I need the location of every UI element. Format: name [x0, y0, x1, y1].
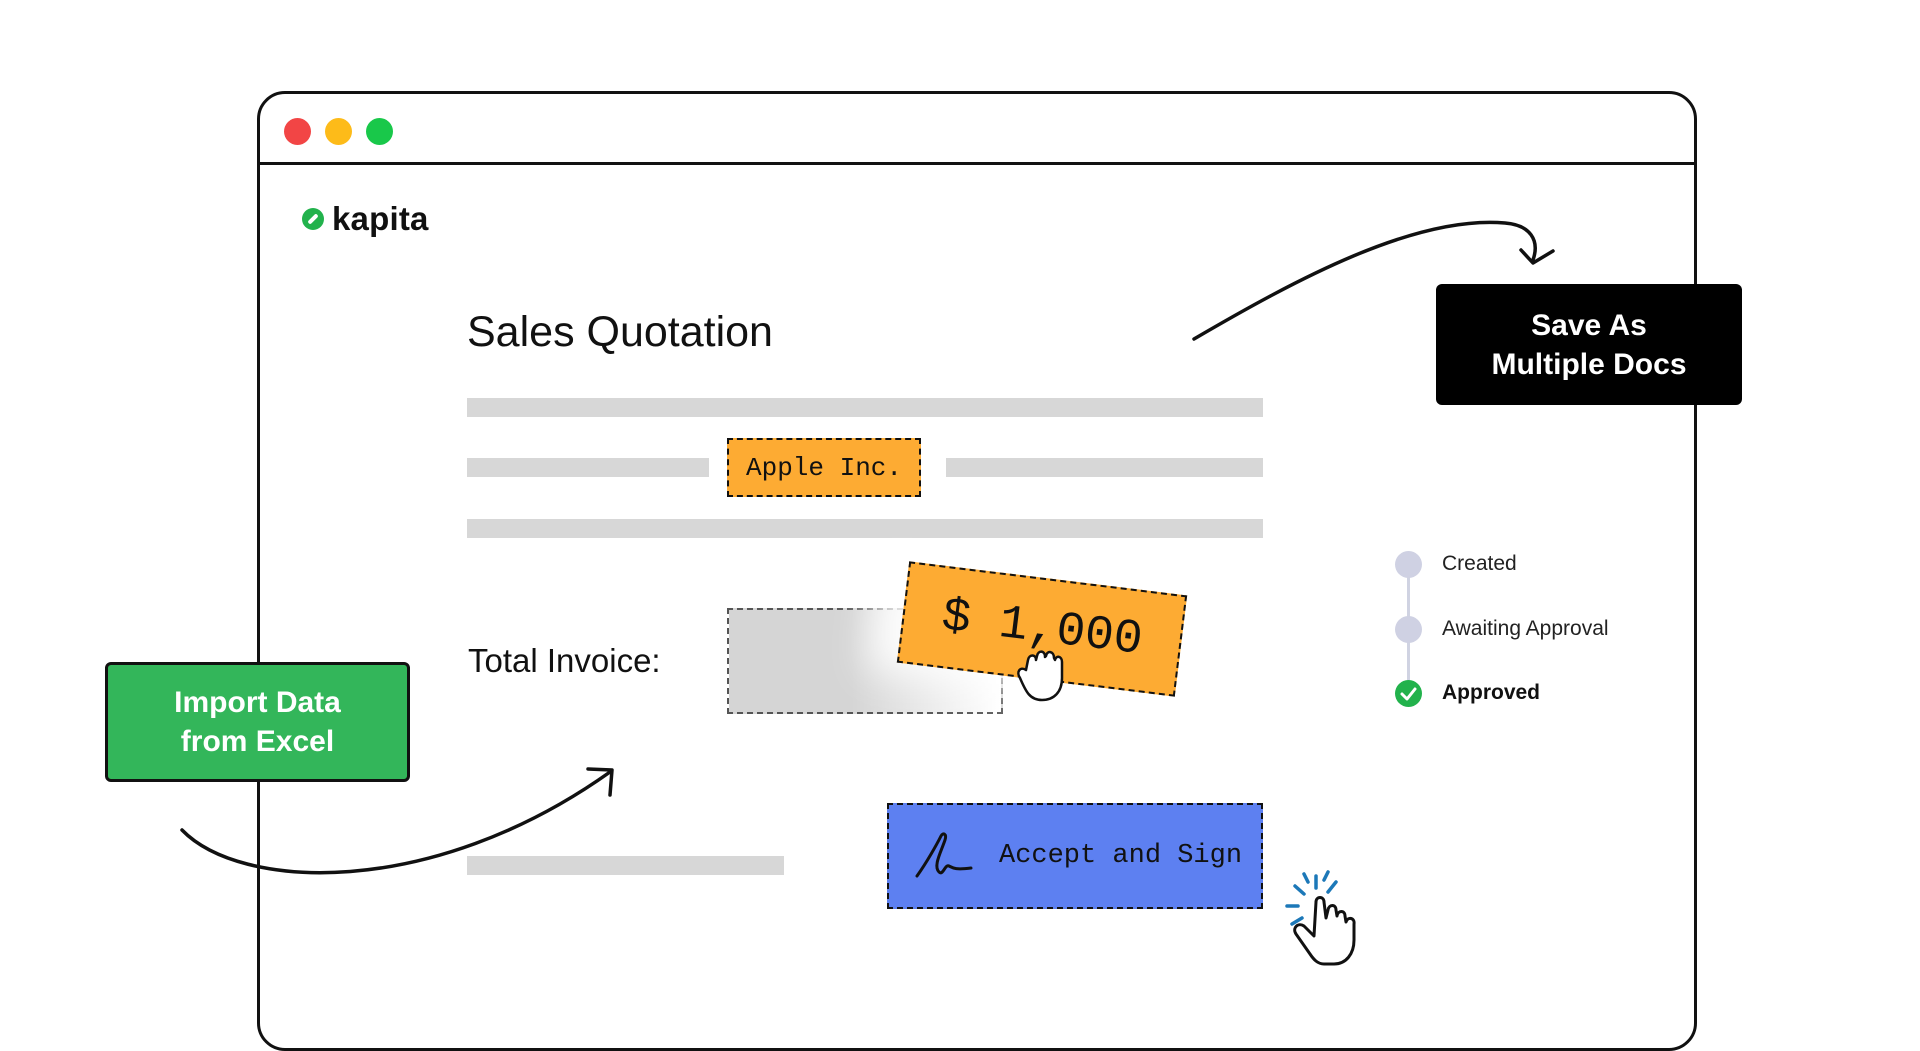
import-callout-line2: from Excel	[180, 725, 335, 758]
total-invoice-label: Total Invoice:	[468, 642, 661, 679]
placeholder-text-line	[467, 398, 1263, 417]
maximize-window-button[interactable]	[366, 118, 393, 145]
grab-hand-cursor-icon	[1017, 650, 1064, 702]
status-created-label: Created	[1442, 552, 1517, 575]
placeholder-text-line	[946, 458, 1263, 477]
approved-check-icon	[1395, 680, 1422, 707]
document-title: Sales Quotation	[467, 308, 773, 356]
save-callout-line1: Save As	[1531, 308, 1647, 342]
brand-name: kapita	[332, 200, 429, 237]
company-name-tag[interactable]: Apple Inc.	[727, 438, 921, 497]
accept-and-sign-label: Accept and Sign	[999, 841, 1243, 871]
click-pointer-cursor-icon	[1285, 870, 1356, 966]
accept-and-sign-button[interactable]: Accept and Sign	[887, 803, 1263, 909]
import-data-from-excel-callout: Import Data from Excel	[105, 662, 410, 782]
save-callout-line2: Multiple Docs	[1491, 347, 1687, 381]
status-created-dot	[1395, 551, 1422, 578]
minimize-window-button[interactable]	[325, 118, 352, 145]
close-window-button[interactable]	[284, 118, 311, 145]
signature-icon	[915, 832, 973, 878]
save-callout-arrow	[1192, 220, 1555, 341]
window-titlebar	[260, 94, 1694, 165]
status-approved-label: Approved	[1442, 681, 1541, 704]
status-awaiting-approval-label: Awaiting Approval	[1442, 617, 1609, 640]
save-as-multiple-docs-callout: Save As Multiple Docs	[1436, 284, 1742, 405]
status-awaiting-approval-dot	[1395, 616, 1422, 643]
placeholder-text-line	[467, 458, 709, 477]
placeholder-text-line	[467, 856, 784, 875]
brand-logo[interactable]: kapita	[302, 200, 429, 238]
placeholder-text-line	[467, 519, 1263, 538]
import-callout-line1: Import Data	[174, 686, 341, 719]
import-callout-arrow	[180, 767, 614, 875]
kapita-logo-icon	[302, 208, 324, 230]
